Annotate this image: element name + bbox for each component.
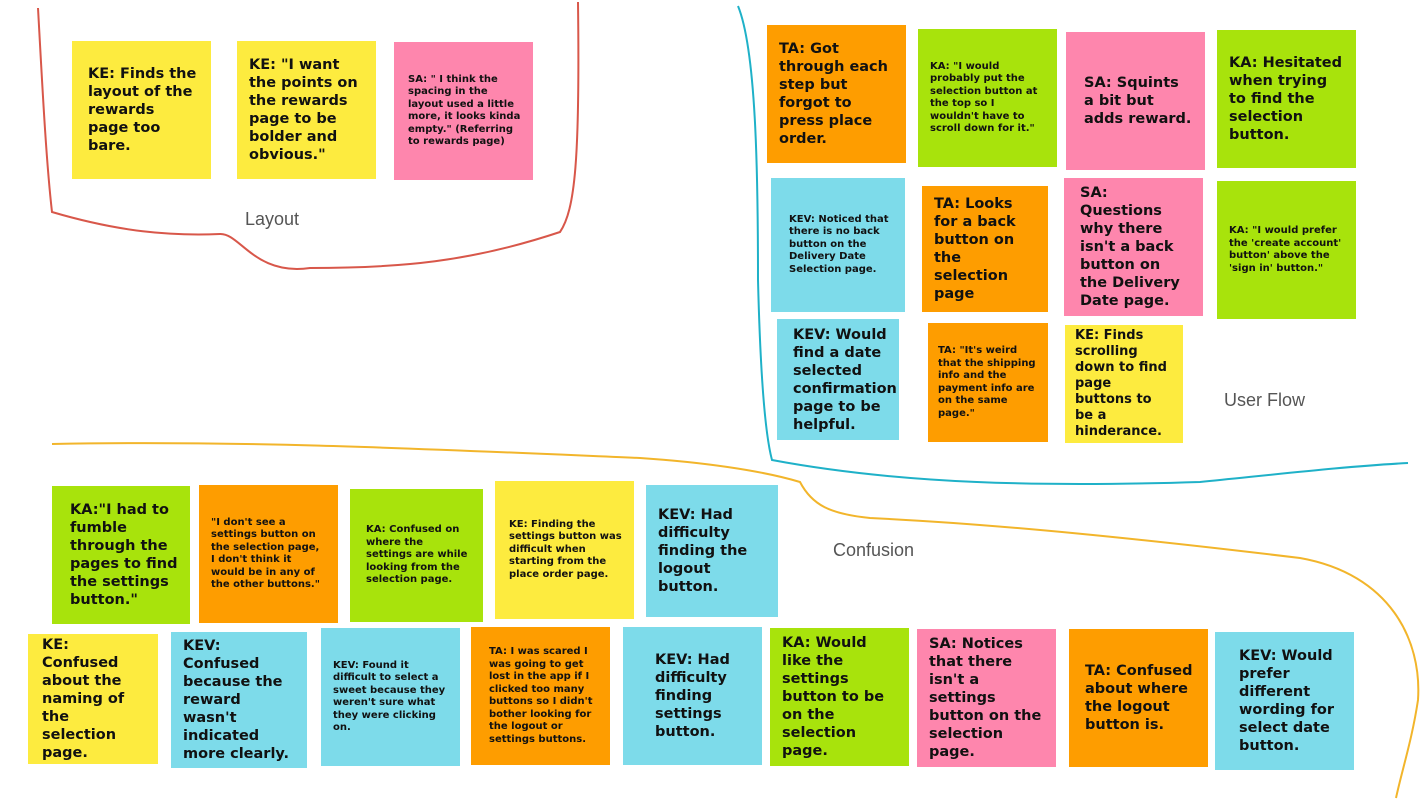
sticky-note: SA: Questions why there isn't a back but… xyxy=(1064,178,1203,316)
sticky-note: KE: Confused about the naming of the sel… xyxy=(28,634,158,764)
sticky-note: "I don't see a settings button on the se… xyxy=(199,485,338,623)
sticky-note: KEV: Found it difficult to select a swee… xyxy=(321,628,460,766)
sticky-note: KEV: Confused because the reward wasn't … xyxy=(171,632,307,768)
sticky-note: KE: Finds the layout of the rewards page… xyxy=(72,41,211,179)
group-label-confusion: Confusion xyxy=(833,540,915,560)
group-label-user-flow: User Flow xyxy=(1224,390,1306,410)
sticky-note: KE: Finds scrolling down to find page bu… xyxy=(1065,325,1183,443)
sticky-note: TA: "It's weird that the shipping info a… xyxy=(928,323,1048,442)
sticky-note: KEV: Had difficulty finding settings but… xyxy=(623,627,762,765)
sticky-note: KA:"I had to fumble through the pages to… xyxy=(52,486,190,624)
sticky-note: KE: Finding the settings button was diff… xyxy=(495,481,634,619)
sticky-note: TA: Looks for a back button on the selec… xyxy=(922,186,1048,312)
sticky-note: TA: I was scared I was going to get lost… xyxy=(471,627,610,765)
sticky-note: TA: Confused about where the logout butt… xyxy=(1069,629,1208,767)
sticky-note: KE: "I want the points on the rewards pa… xyxy=(237,41,376,179)
sticky-note: SA: " I think the spacing in the layout … xyxy=(394,42,533,180)
sticky-note: KEV: Would prefer different wording for … xyxy=(1215,632,1354,770)
sticky-note: KEV: Noticed that there is no back butto… xyxy=(771,178,905,312)
sticky-note: KA: Confused on where the settings are w… xyxy=(350,489,483,622)
sticky-note: KA: Hesitated when trying to find the se… xyxy=(1217,30,1356,168)
sticky-note: KEV: Had difficulty finding the logout b… xyxy=(646,485,778,617)
group-label-layout: Layout xyxy=(245,209,300,229)
sticky-note: KA: "I would prefer the 'create account'… xyxy=(1217,181,1356,319)
sticky-note: KEV: Would find a date selected confirma… xyxy=(777,319,899,440)
sticky-note: TA: Got through each step but forgot to … xyxy=(767,25,906,163)
sticky-note: KA: "I would probably put the selection … xyxy=(918,29,1057,167)
sticky-note: SA: Squints a bit but adds reward. xyxy=(1066,32,1205,170)
sticky-note: SA: Notices that there isn't a settings … xyxy=(917,629,1056,767)
sticky-note: KA: Would like the settings button to be… xyxy=(770,628,909,766)
